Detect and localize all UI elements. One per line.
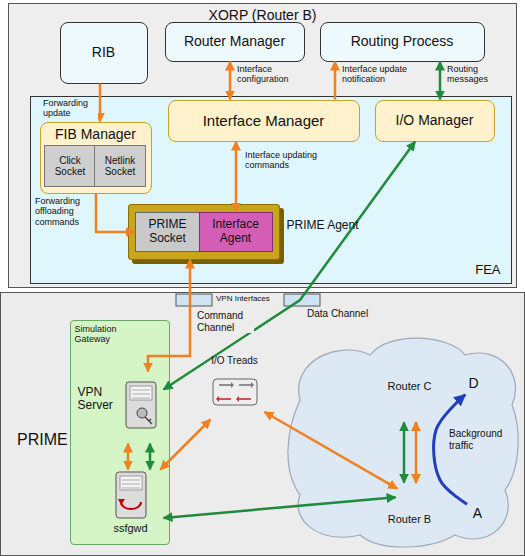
connector bbox=[149, 444, 152, 470]
connector bbox=[161, 420, 211, 470]
switch-arrow bbox=[216, 396, 219, 402]
edge-label: Data Channel bbox=[306, 308, 369, 320]
connector bbox=[148, 260, 190, 372]
server-slot bbox=[132, 397, 150, 398]
node-label: Interface Agent bbox=[202, 218, 270, 246]
agent-box: PRIME SocketInterface AgentPRIME Agent bbox=[128, 204, 280, 260]
server-face bbox=[120, 476, 142, 490]
server-icon: VPN Server bbox=[78, 372, 164, 444]
connector bbox=[164, 142, 416, 390]
connector bbox=[334, 62, 337, 100]
node-label: PRIME Agent bbox=[287, 219, 359, 233]
node-label: Routing Process bbox=[351, 33, 454, 49]
node-label: Netlink Socket bbox=[97, 155, 143, 178]
connector bbox=[96, 194, 135, 233]
node-label: Router Manager bbox=[184, 33, 285, 49]
node-label: I/O Treads bbox=[195, 355, 275, 367]
connector bbox=[99, 84, 102, 122]
manager-box: Interface Manager bbox=[168, 100, 360, 142]
node-label: Simulation Gateway bbox=[75, 324, 135, 345]
server-slot bbox=[122, 487, 140, 488]
connector bbox=[229, 62, 232, 100]
node-label: PRIME Socket bbox=[138, 218, 198, 246]
switch-arrow bbox=[239, 398, 251, 400]
node-label: Router B bbox=[366, 513, 454, 526]
edge-label: Interface configuration bbox=[236, 64, 310, 85]
edge-label: Interface update notification bbox=[341, 64, 423, 85]
node-label: I/O Manager bbox=[396, 112, 474, 128]
switch-arrow bbox=[219, 398, 231, 400]
switch-arrow bbox=[251, 382, 254, 388]
manager-box: I/O Manager bbox=[375, 100, 495, 142]
edge-label: Interface updating commands bbox=[244, 150, 338, 171]
server-body bbox=[116, 472, 146, 518]
server-slot bbox=[132, 393, 150, 394]
node-label: ssfgwd bbox=[92, 522, 170, 535]
server-slot bbox=[132, 389, 150, 390]
switch-body bbox=[213, 379, 257, 405]
node-label: VPN Server bbox=[78, 386, 120, 414]
connector bbox=[403, 422, 406, 482]
manager-box: Click SocketNetlink Socket FIB Manager bbox=[40, 122, 152, 194]
connector bbox=[127, 444, 130, 470]
edge-label: Command Channel bbox=[196, 310, 254, 333]
node-label: D bbox=[468, 375, 478, 391]
socket-box: PRIME Socket bbox=[135, 212, 201, 252]
process-box: Routing Process bbox=[320, 22, 485, 62]
node-label: XORP (Router B) bbox=[9, 7, 516, 23]
process-arrow bbox=[118, 499, 125, 505]
agent-box: Interface Agent bbox=[199, 212, 273, 252]
edge-label: Forwarding offloading commands bbox=[34, 196, 94, 227]
vpn-interface-box bbox=[176, 294, 212, 306]
edge-label: Forwarding update bbox=[42, 98, 98, 119]
system-box: RIB Router Manager Routing ProcessClick So… bbox=[8, 3, 517, 288]
node-label: FIB Manager bbox=[41, 126, 151, 142]
node-label: RIB bbox=[92, 44, 115, 60]
process-box: Router Manager bbox=[165, 22, 305, 62]
server-icon: ssfgwd bbox=[98, 470, 164, 535]
server-slot bbox=[122, 483, 140, 484]
key-symbol bbox=[145, 417, 152, 424]
server-face bbox=[130, 386, 152, 400]
switch-arrow bbox=[219, 384, 231, 386]
switch-arrow bbox=[231, 382, 234, 388]
module-region: Click SocketNetlink SocketFIB ManagerInt… bbox=[30, 96, 512, 284]
gateway-box: VPN Server ssfgwd Simulation Gateway bbox=[70, 320, 170, 545]
edge-label: Background traffic bbox=[448, 428, 512, 451]
server-body bbox=[126, 382, 156, 428]
server-slot bbox=[122, 479, 140, 480]
connector bbox=[235, 142, 238, 212]
process-box: RIB bbox=[60, 22, 148, 84]
node-label: Click Socket bbox=[47, 155, 93, 178]
switch-arrow bbox=[239, 384, 251, 386]
node-label: FEA bbox=[475, 263, 500, 278]
socket-box: Netlink Socket bbox=[94, 145, 146, 187]
switch-icon: I/O Treads bbox=[205, 355, 265, 420]
switch-arrow bbox=[236, 396, 239, 402]
node-label: PRIME bbox=[17, 431, 68, 449]
interface-label: VPN Interfaces bbox=[215, 294, 271, 303]
connector bbox=[265, 412, 398, 489]
node-label: Interface Manager bbox=[203, 112, 325, 129]
connector bbox=[415, 422, 418, 483]
node-label: A bbox=[473, 505, 482, 521]
socket-box: Click Socket bbox=[44, 145, 96, 187]
network-cloud bbox=[288, 338, 518, 547]
process-arrow bbox=[121, 502, 141, 509]
node-label: Router C bbox=[366, 380, 454, 393]
connector bbox=[164, 497, 396, 518]
connector bbox=[439, 62, 442, 100]
edge-label: Routing messages bbox=[446, 64, 500, 85]
